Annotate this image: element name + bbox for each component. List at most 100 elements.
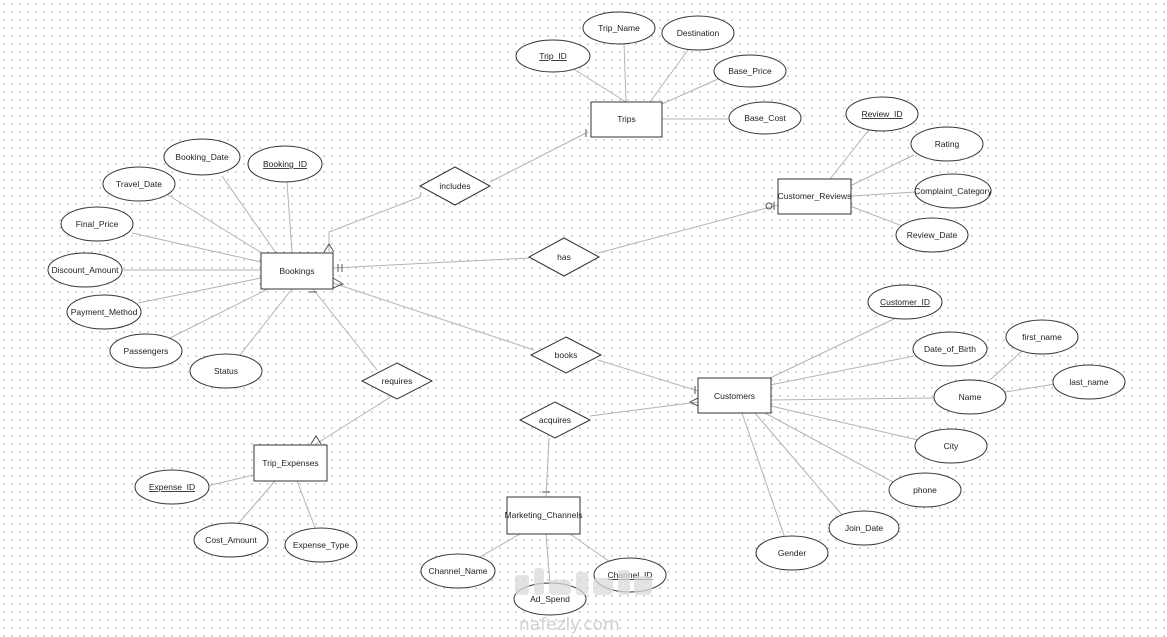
attribute-travel-date[interactable]: Travel_Date (102, 166, 176, 202)
entity-trips[interactable]: Trips (590, 101, 663, 138)
connector-line (589, 401, 699, 417)
connector-line (239, 288, 293, 356)
attribute-passengers-label: Passengers (124, 346, 169, 356)
attribute-trip-name[interactable]: Trip_Name (582, 11, 656, 45)
attribute-passengers[interactable]: Passengers (109, 333, 183, 369)
relationship-requires[interactable]: requires (360, 362, 434, 400)
crows-foot-many-mark (310, 435, 322, 445)
crows-foot-many-mark (332, 277, 345, 289)
attribute-base-cost[interactable]: Base_Cost (728, 101, 802, 135)
entity-bookings-label: Bookings (280, 266, 315, 276)
watermark: nafezly.com (515, 568, 652, 635)
connector-line (312, 288, 378, 371)
connector-line (286, 181, 293, 254)
relationship-books-label: books (555, 350, 578, 360)
attribute-join-date-label: Join_Date (845, 523, 884, 533)
attribute-rating-label: Rating (935, 139, 960, 149)
attribute-booking-id-label: Booking_ID (263, 159, 307, 169)
attribute-destination[interactable]: Destination (661, 15, 735, 51)
attribute-review-date[interactable]: Review_Date (895, 217, 969, 253)
attribute-phone[interactable]: phone (888, 472, 962, 508)
attribute-base-price-label: Base_Price (728, 66, 772, 76)
connector-line (332, 282, 535, 351)
connector-line (236, 480, 276, 526)
attribute-gender[interactable]: Gender (755, 535, 829, 571)
attribute-name-label: Name (959, 392, 982, 402)
attribute-first-name[interactable]: first_name (1005, 319, 1079, 355)
connector-line (850, 191, 917, 197)
attribute-trip-id[interactable]: Trip_ID (515, 39, 591, 73)
attribute-expense-type[interactable]: Expense_Type (284, 527, 358, 563)
connector-lines (122, 41, 1056, 584)
crows-foot-many-mark (688, 397, 699, 407)
attribute-customer-id[interactable]: Customer_ID (867, 284, 943, 320)
attribute-booking-id[interactable]: Booking_ID (247, 145, 323, 183)
attribute-join-date[interactable]: Join_Date (828, 510, 900, 546)
attribute-channel-name[interactable]: Channel_Name (420, 553, 496, 589)
entity-customer-reviews[interactable]: Customer_Reviews (777, 178, 852, 215)
connector-line (597, 359, 699, 392)
connector-line (741, 412, 787, 542)
attribute-expense-type-label: Expense_Type (293, 540, 350, 550)
attribute-last-name[interactable]: last_name (1052, 364, 1126, 400)
attribute-base-cost-label: Base_Cost (744, 113, 786, 123)
attribute-ad-spend-label: Ad_Spend (530, 594, 570, 604)
connector-line (131, 232, 262, 263)
attribute-date-of-birth[interactable]: Date_of_Birth (912, 331, 988, 367)
attribute-complaint-category-label: Complaint_Category (914, 186, 992, 196)
attribute-cost-amount[interactable]: Cost_Amount (193, 522, 269, 558)
attribute-name[interactable]: Name (933, 379, 1007, 415)
connector-line (137, 277, 262, 304)
relationship-acquires[interactable]: acquires (518, 401, 592, 439)
attribute-city[interactable]: City (914, 428, 988, 464)
entity-marketing-channels[interactable]: Marketing_Channels (505, 496, 583, 535)
attribute-review-id[interactable]: Review_ID (845, 96, 919, 132)
attribute-rating[interactable]: Rating (910, 126, 984, 162)
attribute-booking-date[interactable]: Booking_Date (163, 138, 241, 176)
connector-line (169, 288, 269, 339)
connector-line (489, 132, 587, 183)
relationship-includes-label: includes (439, 181, 470, 191)
connector-line (545, 437, 550, 498)
connector-line (597, 204, 779, 254)
attribute-discount-amount-label: Discount_Amount (51, 265, 119, 275)
connector-line (649, 49, 689, 103)
entity-bookings[interactable]: Bookings (260, 252, 334, 290)
entity-marketing-channels-label: Marketing_Channels (505, 510, 583, 520)
attribute-complaint-category[interactable]: Complaint_Category (914, 173, 992, 209)
watermark-logo (515, 568, 652, 595)
entity-trips-label: Trips (617, 114, 636, 124)
attribute-cost-amount-label: Cost_Amount (205, 535, 257, 545)
attribute-booking-date-label: Booking_Date (175, 152, 229, 162)
connector-line (545, 533, 551, 584)
entity-customers[interactable]: Customers (697, 377, 772, 414)
entity-trip-expenses-label: Trip_Expenses (262, 458, 318, 468)
relationship-books[interactable]: books (529, 336, 603, 374)
attribute-destination-label: Destination (677, 28, 720, 38)
connector-line (770, 397, 936, 401)
cardinality-marks (309, 129, 775, 493)
attribute-final-price-label: Final_Price (76, 219, 119, 229)
attribute-payment-method[interactable]: Payment_Method (66, 294, 142, 330)
connector-line (1004, 383, 1056, 393)
connector-line (849, 205, 906, 228)
relationship-has[interactable]: has (527, 237, 601, 277)
relationship-acquires-label: acquires (539, 415, 571, 425)
relationship-includes[interactable]: includes (418, 166, 492, 206)
connector-line (829, 125, 873, 180)
attribute-discount-amount[interactable]: Discount_Amount (47, 252, 123, 288)
connector-line (202, 472, 263, 488)
attribute-base-price[interactable]: Base_Price (713, 54, 787, 88)
attribute-last-name-label: last_name (1069, 377, 1108, 387)
attribute-first-name-label: first_name (1022, 332, 1062, 342)
attribute-trip-id-label: Trip_ID (539, 51, 567, 61)
attribute-review-date-label: Review_Date (907, 230, 958, 240)
attribute-status[interactable]: Status (189, 353, 263, 389)
connector-line (770, 405, 919, 441)
connector-line (332, 257, 530, 269)
attribute-expense-id[interactable]: Expense_ID (134, 469, 210, 505)
attribute-final-price[interactable]: Final_Price (60, 206, 134, 242)
connector-line (479, 533, 521, 558)
entity-trip-expenses[interactable]: Trip_Expenses (253, 444, 328, 482)
